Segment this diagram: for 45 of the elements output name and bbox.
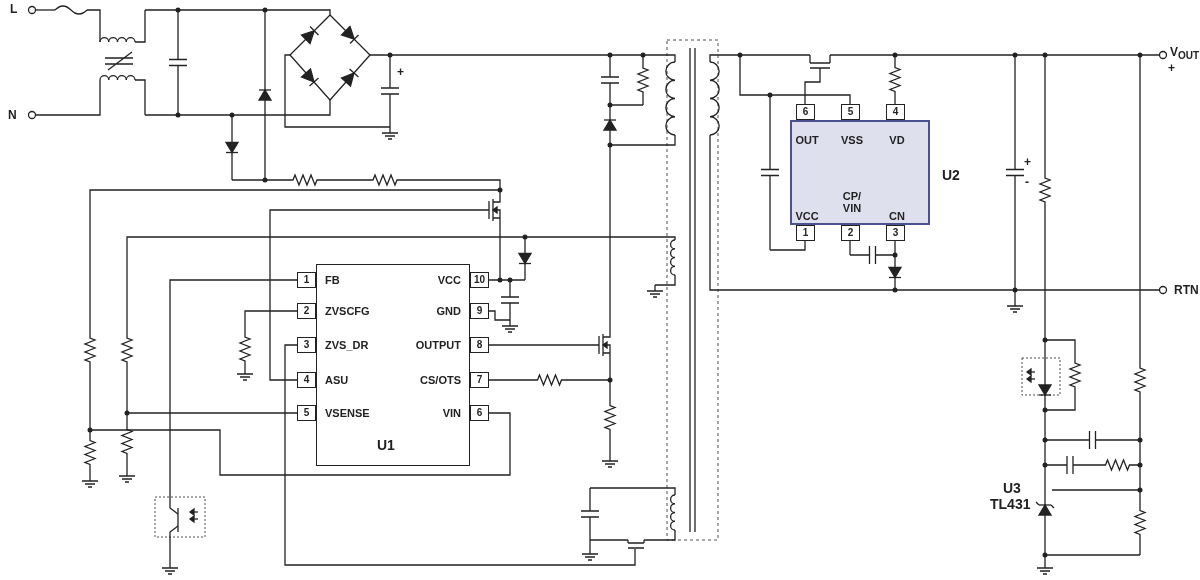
polarity-mark: + (1168, 62, 1175, 75)
polarity-mark: + (1024, 156, 1031, 169)
terminal-label: RTN (1174, 284, 1199, 297)
pin-number-box: 2 (297, 303, 316, 319)
pin-name: GND (436, 305, 461, 317)
terminal-label: N (8, 109, 17, 122)
pin-name: CP/ VIN (841, 190, 863, 214)
pin-number-box: 8 (470, 337, 489, 353)
pin-name: VSENSE (325, 407, 370, 419)
pin-name: OUTPUT (415, 339, 461, 351)
pin-name: VIN (442, 407, 461, 419)
pin-name: VCC (794, 210, 820, 222)
ic-designator: U3 (1003, 480, 1021, 496)
pin-number-box: 4 (886, 104, 905, 120)
pin-name: CN (888, 210, 906, 222)
ic-body (316, 264, 470, 466)
pin-name: ASU (325, 374, 349, 386)
part-number: TL431 (990, 496, 1031, 512)
pin-number-box: 7 (470, 372, 489, 388)
terminal-label: L (10, 3, 18, 16)
pin-number-box: 1 (796, 225, 815, 241)
pin-name: FB (325, 274, 340, 286)
pin-number-box: 10 (470, 272, 489, 288)
pin-number-box: 6 (796, 104, 815, 120)
terminal-label: V$_{OUT}$ (1170, 46, 1200, 63)
pin-name: VD (888, 134, 906, 146)
pin-number-box: 5 (297, 405, 316, 421)
pin-number-box: 4 (297, 372, 316, 388)
pin-number-box: 5 (841, 104, 860, 120)
pin-number-box: 1 (297, 272, 316, 288)
pin-name: OUT (794, 134, 820, 146)
pin-name: CS/OTS (420, 374, 461, 386)
pin-number-box: 3 (297, 337, 316, 353)
polarity-mark: + (397, 66, 404, 79)
pin-name: VSS (840, 134, 864, 146)
pin-name: VCC (437, 274, 461, 286)
ic-designator: U2 (942, 167, 960, 183)
pin-number-box: 6 (470, 405, 489, 421)
ic-designator: U1 (377, 437, 395, 453)
polarity-mark: - (1025, 176, 1029, 189)
pin-number-box: 3 (886, 225, 905, 241)
pin-name: ZVSCFG (325, 305, 370, 317)
pin-number-box: 2 (841, 225, 860, 241)
pin-name: ZVS_DR (325, 339, 369, 351)
pin-number-box: 9 (470, 303, 489, 319)
